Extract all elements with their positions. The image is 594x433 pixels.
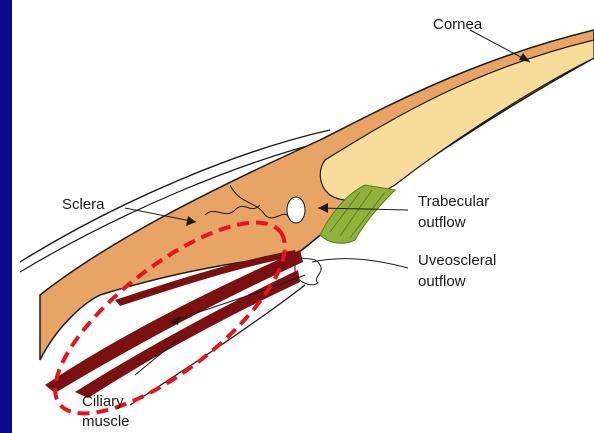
- uveoscleral-label-line-2: outflow: [418, 273, 466, 290]
- uveoscleral-label-line-1: Uveoscleral: [418, 252, 496, 269]
- schlemm-canal: [287, 197, 305, 223]
- ciliary-label-line-2: muscle: [82, 413, 130, 430]
- trabecular-label-line-2: outflow: [418, 214, 466, 231]
- cornea-label: Cornea: [433, 16, 482, 33]
- ciliary-label-line-1: Ciliary: [82, 393, 124, 410]
- trabecular-label-line-1: Trabecular: [418, 193, 489, 210]
- uveoscleral-leader: [312, 259, 408, 268]
- sclera-label: Sclera: [62, 196, 105, 213]
